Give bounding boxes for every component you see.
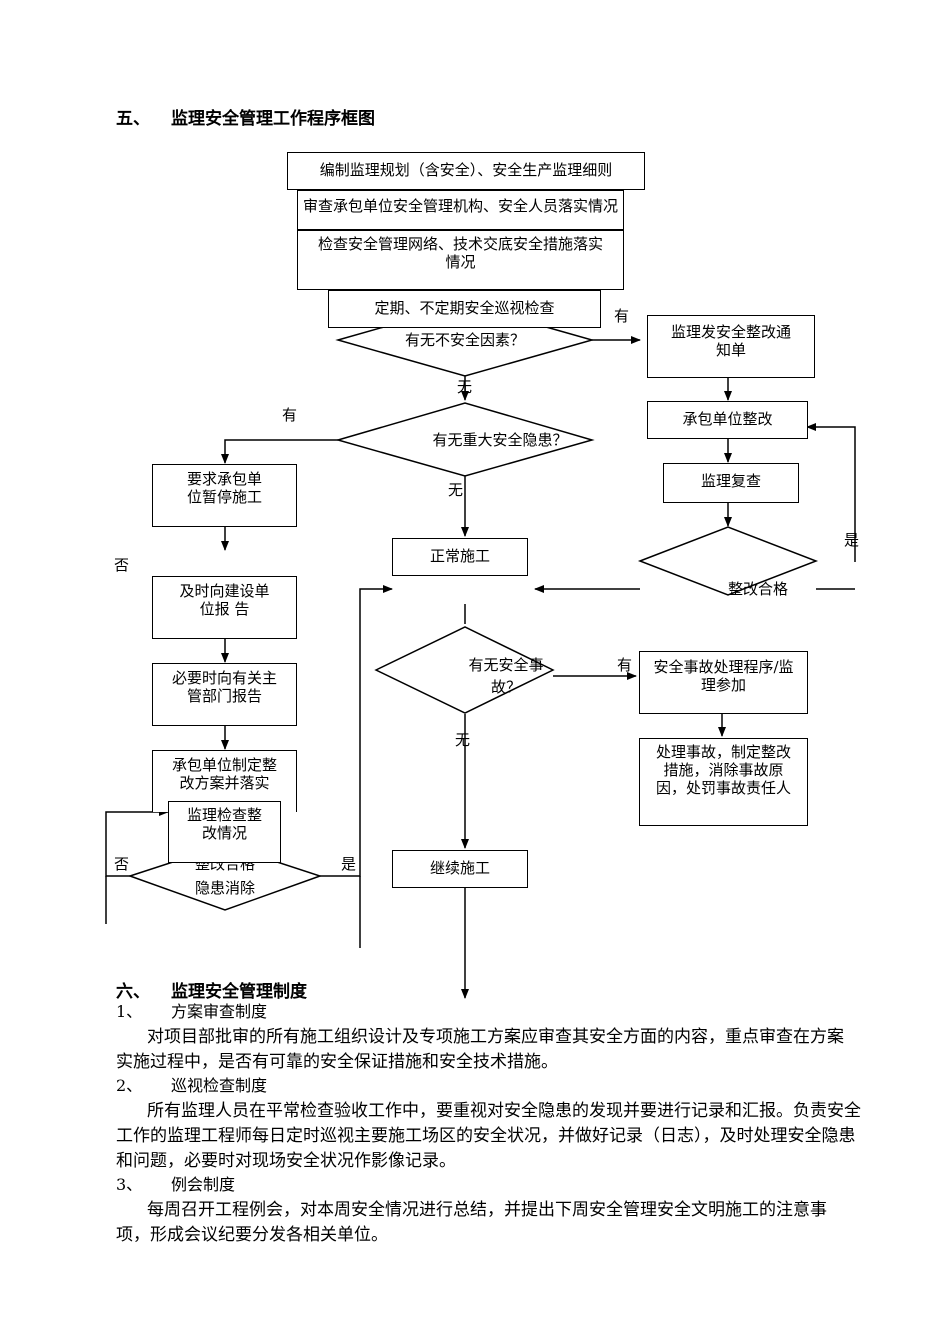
- box-check-network: 检查安全管理网络、技术交底安全措施落实情况: [297, 230, 624, 290]
- label-yes-4: 有: [617, 656, 633, 674]
- box-normal-construction: 正常施工: [392, 538, 528, 576]
- box-stop-work: 要求承包单位暂停施工: [152, 464, 297, 527]
- decision-rectify-ok-label: 整改合格: [727, 580, 788, 598]
- box-supervision-plan: 编制监理规划（含安全）、安全生产监理细则: [287, 152, 645, 190]
- box-rectify-notice: 监理发安全整改通知单: [647, 315, 815, 378]
- section-number: 五、: [116, 109, 150, 129]
- label-no-4: 无: [455, 731, 471, 749]
- label-no-5: 否: [114, 855, 130, 873]
- decision-left-hazard-label: 隐患消除: [194, 879, 255, 897]
- label-yes-5: 是: [341, 855, 357, 873]
- label-yes-3: 是: [844, 531, 860, 549]
- decision-rectify-ok: [637, 526, 819, 596]
- box-accident-procedure: 安全事故处理程序/监理参加: [639, 651, 808, 714]
- box-check-rectify: 监理检查整改情况: [168, 801, 281, 863]
- box-report-owner: 及时向建设单位报 告: [152, 576, 297, 639]
- box-contractor-rectify: 承包单位整改: [647, 401, 808, 439]
- box-handle-accident: 处理事故，制定整改措施，消除事故原因，处罚事故责任人: [639, 738, 808, 826]
- decision-accident-label: 有无安全事故？: [468, 656, 544, 696]
- item-title: 巡视检查制度: [171, 1076, 268, 1095]
- item-title: 例会制度: [171, 1175, 236, 1194]
- box-continue-construction: 继续施工: [392, 850, 528, 888]
- decision-major-hazard: [335, 402, 595, 477]
- label-no-1: 无: [457, 378, 473, 396]
- item-body: 每周召开工程例会，对本周安全情况进行总结，并提出下周安全管理安全文明施工的注意事…: [116, 1200, 827, 1245]
- item-number: 2、: [116, 1076, 143, 1095]
- box-patrol-inspection: 定期、不定期安全巡视检查: [328, 290, 601, 328]
- section-title: 监理安全管理工作程序框图: [171, 109, 375, 129]
- box-review-org: 审查承包单位安全管理机构、安全人员落实情况: [297, 190, 624, 230]
- decision-accident: [374, 626, 555, 714]
- box-supervision-recheck: 监理复查: [663, 463, 799, 503]
- label-no-3: 否: [114, 556, 130, 574]
- label-no-2: 无: [448, 481, 464, 499]
- box-report-authority: 必要时向有关主管部门报告: [152, 663, 297, 726]
- item-number: 1、: [116, 1002, 143, 1021]
- item-title: 方案审查制度: [171, 1002, 268, 1021]
- section-number: 六、: [116, 982, 150, 1002]
- section-title: 监理安全管理制度: [171, 982, 307, 1002]
- decision-unsafe-factor-label: 有无不安全因素？: [405, 331, 526, 349]
- label-yes-2: 有: [282, 406, 298, 424]
- decision-major-hazard-label: 有无重大安全隐患？: [432, 431, 568, 449]
- label-yes-1: 有: [614, 307, 630, 325]
- item-body: 所有监理人员在平常检查验收工作中，要重视对安全隐患的发现并要进行记录和汇报。负责…: [116, 1101, 861, 1171]
- item-body: 对项目部批审的所有施工组织设计及专项施工方案应审查其安全方面的内容，重点审查在方…: [116, 1027, 844, 1072]
- item-number: 3、: [116, 1175, 143, 1194]
